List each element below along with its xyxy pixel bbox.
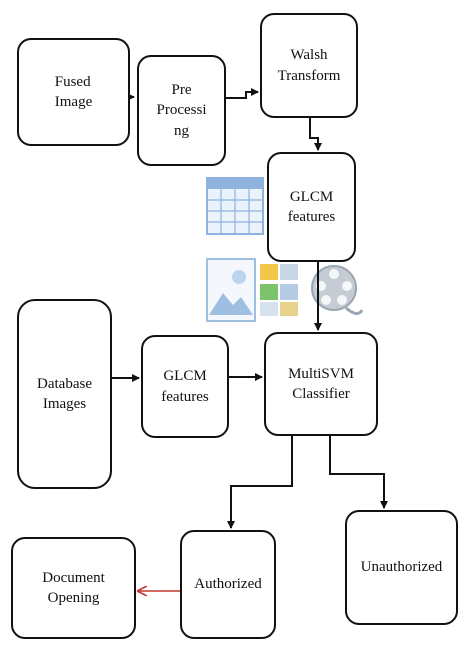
film-reel-icon <box>311 265 364 315</box>
glcm-features-mid-label: GLCM features <box>161 368 209 405</box>
database-images-label: Database Images <box>37 375 92 412</box>
picture-icon <box>206 258 256 322</box>
table-icon <box>206 177 264 235</box>
fused-image-label: Fused Image <box>54 73 93 110</box>
document-opening-box: Document Opening <box>11 537 136 639</box>
authorized-box: Authorized <box>180 530 276 639</box>
glcm-features-top-label: GLCM features <box>287 188 336 225</box>
glcm-features-mid-box: GLCM features <box>141 335 229 438</box>
glcm-features-top-box: GLCM features <box>267 152 356 262</box>
document-opening-label: Document Opening <box>42 569 105 606</box>
authorized-label: Authorized <box>194 576 262 593</box>
shapes-icon <box>260 264 298 316</box>
walsh-transform-box: Walsh Transform <box>260 13 358 118</box>
arrow-multisvm-to-unauthorized <box>329 436 388 509</box>
unauthorized-box: Unauthorized <box>345 510 458 625</box>
pre-processing-label: Pre Processi ng <box>156 82 207 139</box>
walsh-transform-label: Walsh Transform <box>277 47 341 84</box>
arrow-multisvm-to-authorized <box>227 436 293 529</box>
multisvm-classifier-label: MultiSVM Classifier <box>288 365 354 402</box>
unauthorized-label: Unauthorized <box>360 559 443 576</box>
arrow-walsh-to-glcm-top <box>309 118 322 151</box>
multisvm-classifier-box: MultiSVM Classifier <box>264 332 378 436</box>
database-images-box: Database Images <box>17 299 112 489</box>
arrow-preprocessing-to-walsh <box>226 88 259 99</box>
pre-processing-box: Pre Processi ng <box>137 55 226 166</box>
fused-image-box: Fused Image <box>17 38 130 146</box>
